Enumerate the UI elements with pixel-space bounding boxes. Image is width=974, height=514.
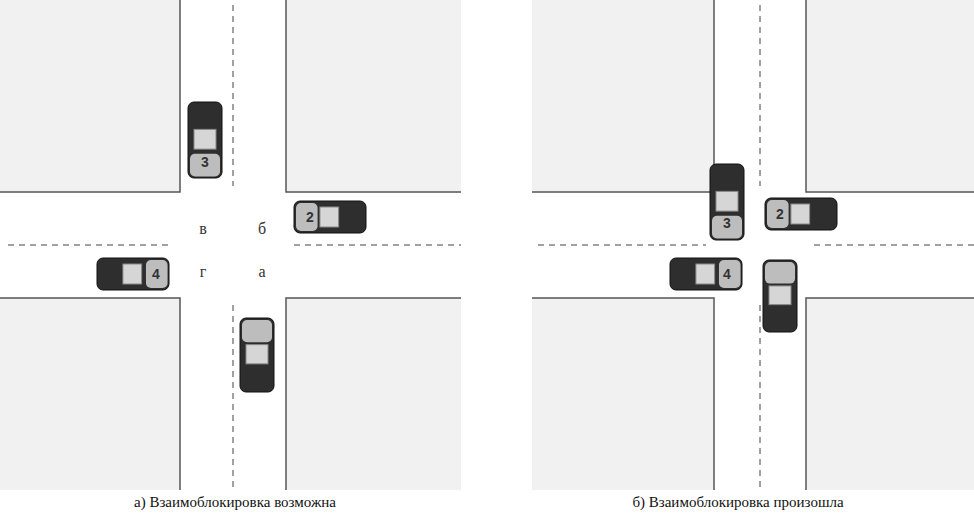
car bbox=[97, 258, 169, 290]
city-block bbox=[0, 298, 180, 490]
panel-caption: б) Взаимоблокировка произошла bbox=[632, 495, 843, 510]
car-roof bbox=[716, 191, 738, 211]
car-roof bbox=[123, 264, 142, 284]
car bbox=[188, 102, 222, 178]
car bbox=[670, 258, 742, 290]
centre-line bbox=[538, 245, 706, 246]
callout-number: 2 bbox=[306, 210, 314, 224]
callout-number: 2 bbox=[776, 207, 784, 221]
city-block bbox=[286, 298, 461, 490]
car-body bbox=[670, 258, 742, 290]
city-block bbox=[286, 0, 461, 192]
callout-number: 4 bbox=[152, 267, 160, 281]
city-blocks bbox=[0, 0, 974, 490]
car-hood bbox=[767, 200, 789, 228]
city-block bbox=[532, 0, 714, 192]
city-block bbox=[532, 298, 714, 490]
car-hood bbox=[765, 262, 795, 284]
centre-line bbox=[8, 245, 172, 246]
car bbox=[294, 201, 366, 233]
cars bbox=[97, 102, 837, 392]
car-body bbox=[763, 260, 797, 332]
car-hood bbox=[719, 260, 741, 288]
curb-line bbox=[286, 0, 461, 192]
car bbox=[765, 198, 837, 230]
car bbox=[710, 164, 744, 240]
callout-number: 3 bbox=[201, 155, 209, 169]
callout-number: 3 bbox=[723, 216, 731, 230]
curb-line bbox=[532, 0, 714, 192]
car-body bbox=[710, 164, 744, 240]
car-roof bbox=[246, 345, 268, 364]
city-block bbox=[0, 0, 180, 192]
curb-line bbox=[806, 0, 974, 192]
zone-letter: б bbox=[258, 221, 266, 237]
zone-letter: г bbox=[200, 264, 207, 280]
zone-letter: в bbox=[199, 221, 207, 237]
centre-line bbox=[814, 245, 974, 246]
centre-line bbox=[294, 245, 461, 246]
curb-line bbox=[532, 298, 714, 490]
car-body bbox=[765, 198, 837, 230]
car bbox=[240, 318, 274, 392]
car-body bbox=[240, 318, 274, 392]
car-roof bbox=[791, 204, 810, 224]
car-body bbox=[188, 102, 222, 178]
car-hood bbox=[296, 203, 318, 231]
car-hood bbox=[190, 154, 220, 177]
car-hood bbox=[146, 260, 168, 288]
car-roof bbox=[769, 286, 791, 305]
zone-letter: а bbox=[258, 264, 265, 280]
curb-line bbox=[0, 298, 180, 490]
centre-line bbox=[760, 305, 761, 490]
car-hood bbox=[712, 216, 742, 239]
curbs bbox=[0, 0, 974, 490]
car-body bbox=[294, 201, 366, 233]
car-roof bbox=[320, 207, 339, 227]
centre-lines bbox=[8, 5, 974, 490]
city-block bbox=[806, 0, 974, 192]
car-hood bbox=[242, 320, 272, 342]
car-body bbox=[97, 258, 169, 290]
curb-line bbox=[286, 298, 461, 490]
car-roof bbox=[194, 129, 216, 149]
centre-line bbox=[760, 5, 761, 186]
centre-line bbox=[233, 305, 234, 490]
curb-line bbox=[0, 0, 180, 192]
car-roof bbox=[696, 264, 715, 284]
panel-caption: а) Взаимоблокировка возможна bbox=[134, 495, 336, 510]
city-block bbox=[806, 298, 974, 490]
curb-line bbox=[806, 298, 974, 490]
centre-line bbox=[233, 5, 234, 186]
callout-number: 4 bbox=[723, 267, 731, 281]
car bbox=[763, 260, 797, 332]
